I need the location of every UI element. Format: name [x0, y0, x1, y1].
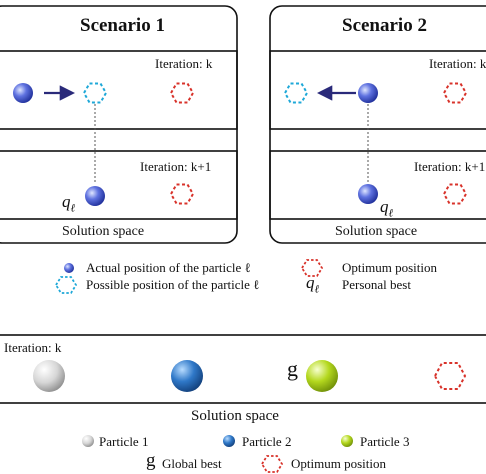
bottom-panel-frame [0, 334, 486, 404]
legend-optimum-position-icon [300, 259, 324, 277]
scenario1-personal-best-label: qℓ [62, 193, 75, 214]
scenario1-iteration-k1-panel [0, 150, 238, 220]
legend-particle3-icon [341, 435, 353, 447]
scenario2-iteration-k-panel [269, 50, 486, 130]
legend-bottom-optimum-icon [260, 455, 284, 473]
scenario1-personal-best-particle [85, 186, 105, 206]
legend-global-best-label: Global best [162, 456, 222, 471]
scenario2-iteration-k1-panel [269, 150, 486, 220]
particle2-sphere [171, 360, 203, 392]
scenario2-personal-best-subscript: ℓ [388, 207, 394, 220]
bottom-global-best-marker: g [287, 356, 298, 381]
legend-particle1-icon [82, 435, 94, 447]
scenario1-frame [0, 5, 238, 244]
scenario2-personal-best-symbol: q [380, 197, 389, 216]
scenario2-iteration-k-label: Iteration: k [429, 56, 486, 71]
bottom-axis-label: Solution space [191, 408, 279, 424]
scenario2-personal-best-label: qℓ [380, 198, 393, 219]
pso-diagram: Scenario 1 Iteration: k Iteration: k+1 q… [0, 5, 486, 473]
legend-possible-position-label: Possible position of the particle ℓ [86, 277, 260, 292]
scenario1-optimum-position-k [169, 82, 195, 104]
scenario2-optimum-position-k1 [442, 183, 468, 205]
scenario1-title: Scenario 1 [80, 15, 165, 36]
diagram-graphics [0, 5, 486, 473]
legend-particle2-icon [223, 435, 235, 447]
legend-personal-best-subscript: ℓ [314, 283, 320, 296]
legend-particle2-label: Particle 2 [242, 434, 292, 449]
legend-personal-best-symbol: qℓ [306, 274, 319, 295]
scenario2-iteration-k1-label: Iteration: k+1 [414, 159, 486, 174]
legend-actual-position-label: Actual position of the particle ℓ [86, 260, 251, 275]
scenario2-frame [269, 5, 486, 244]
legend-personal-best-q: q [306, 273, 315, 292]
scenario2-actual-particle [358, 83, 378, 103]
legend-possible-position-icon [54, 276, 78, 294]
scenario2-optimum-position-k [442, 82, 468, 104]
scenario1-iteration-k-panel [0, 50, 238, 130]
scenario2-possible-position [283, 82, 309, 104]
particle3-sphere [306, 360, 338, 392]
bottom-optimum-position [433, 362, 467, 390]
bottom-iteration-label: Iteration: k [4, 340, 62, 355]
scenario1-personal-best-symbol: q [62, 192, 71, 211]
scenario1-actual-particle [13, 83, 33, 103]
legend-particle3-label: Particle 3 [360, 434, 410, 449]
legend-personal-best-label: Personal best [342, 277, 411, 292]
legend-global-best-symbol: g [146, 450, 156, 471]
legend-bottom-optimum-label: Optimum position [291, 456, 386, 471]
particle1-sphere [33, 360, 65, 392]
scenario2-title: Scenario 2 [342, 15, 427, 36]
scenario2-axis-label: Solution space [335, 224, 418, 239]
legend-actual-position-icon [64, 263, 74, 273]
scenario1-possible-position [82, 82, 108, 104]
scenario1-iteration-k1-label: Iteration: k+1 [140, 159, 212, 174]
scenario1-personal-best-subscript: ℓ [70, 202, 76, 215]
scenario1-iteration-k-label: Iteration: k [155, 56, 213, 71]
legend-particle1-label: Particle 1 [99, 434, 149, 449]
scenario1-optimum-position-k1 [169, 183, 195, 205]
scenario1-axis-label: Solution space [62, 224, 145, 239]
scenario2-personal-best-particle [358, 184, 378, 204]
legend-optimum-position-label: Optimum position [342, 260, 437, 275]
